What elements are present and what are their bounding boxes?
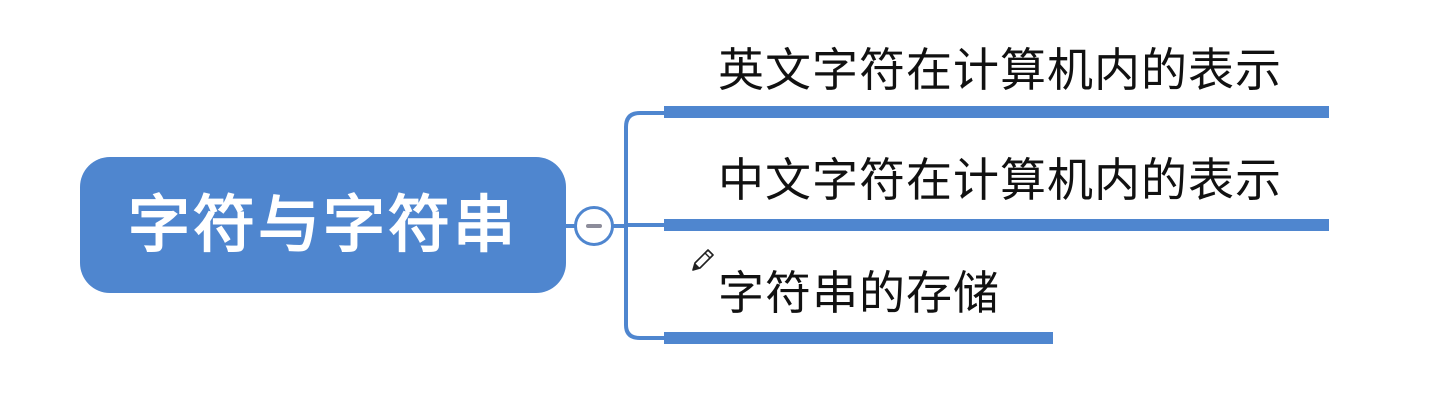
branch-underline-2 (664, 332, 1053, 344)
root-topic-label: 字符与字符串 (127, 188, 518, 261)
branch-underline-1 (664, 219, 1329, 231)
minus-icon (586, 224, 602, 228)
pencil-icon (692, 249, 714, 271)
branch-underline-0 (664, 106, 1329, 118)
collapse-toggle-button[interactable] (574, 206, 614, 246)
subtopic-chinese-chars[interactable]: 中文字符在计算机内的表示 (718, 153, 1282, 207)
subtopic-english-chars[interactable]: 英文字符在计算机内的表示 (718, 43, 1282, 97)
root-topic-node[interactable]: 字符与字符串 (80, 157, 566, 293)
subtopic-string-storage[interactable]: 字符串的存储 (718, 266, 1000, 320)
